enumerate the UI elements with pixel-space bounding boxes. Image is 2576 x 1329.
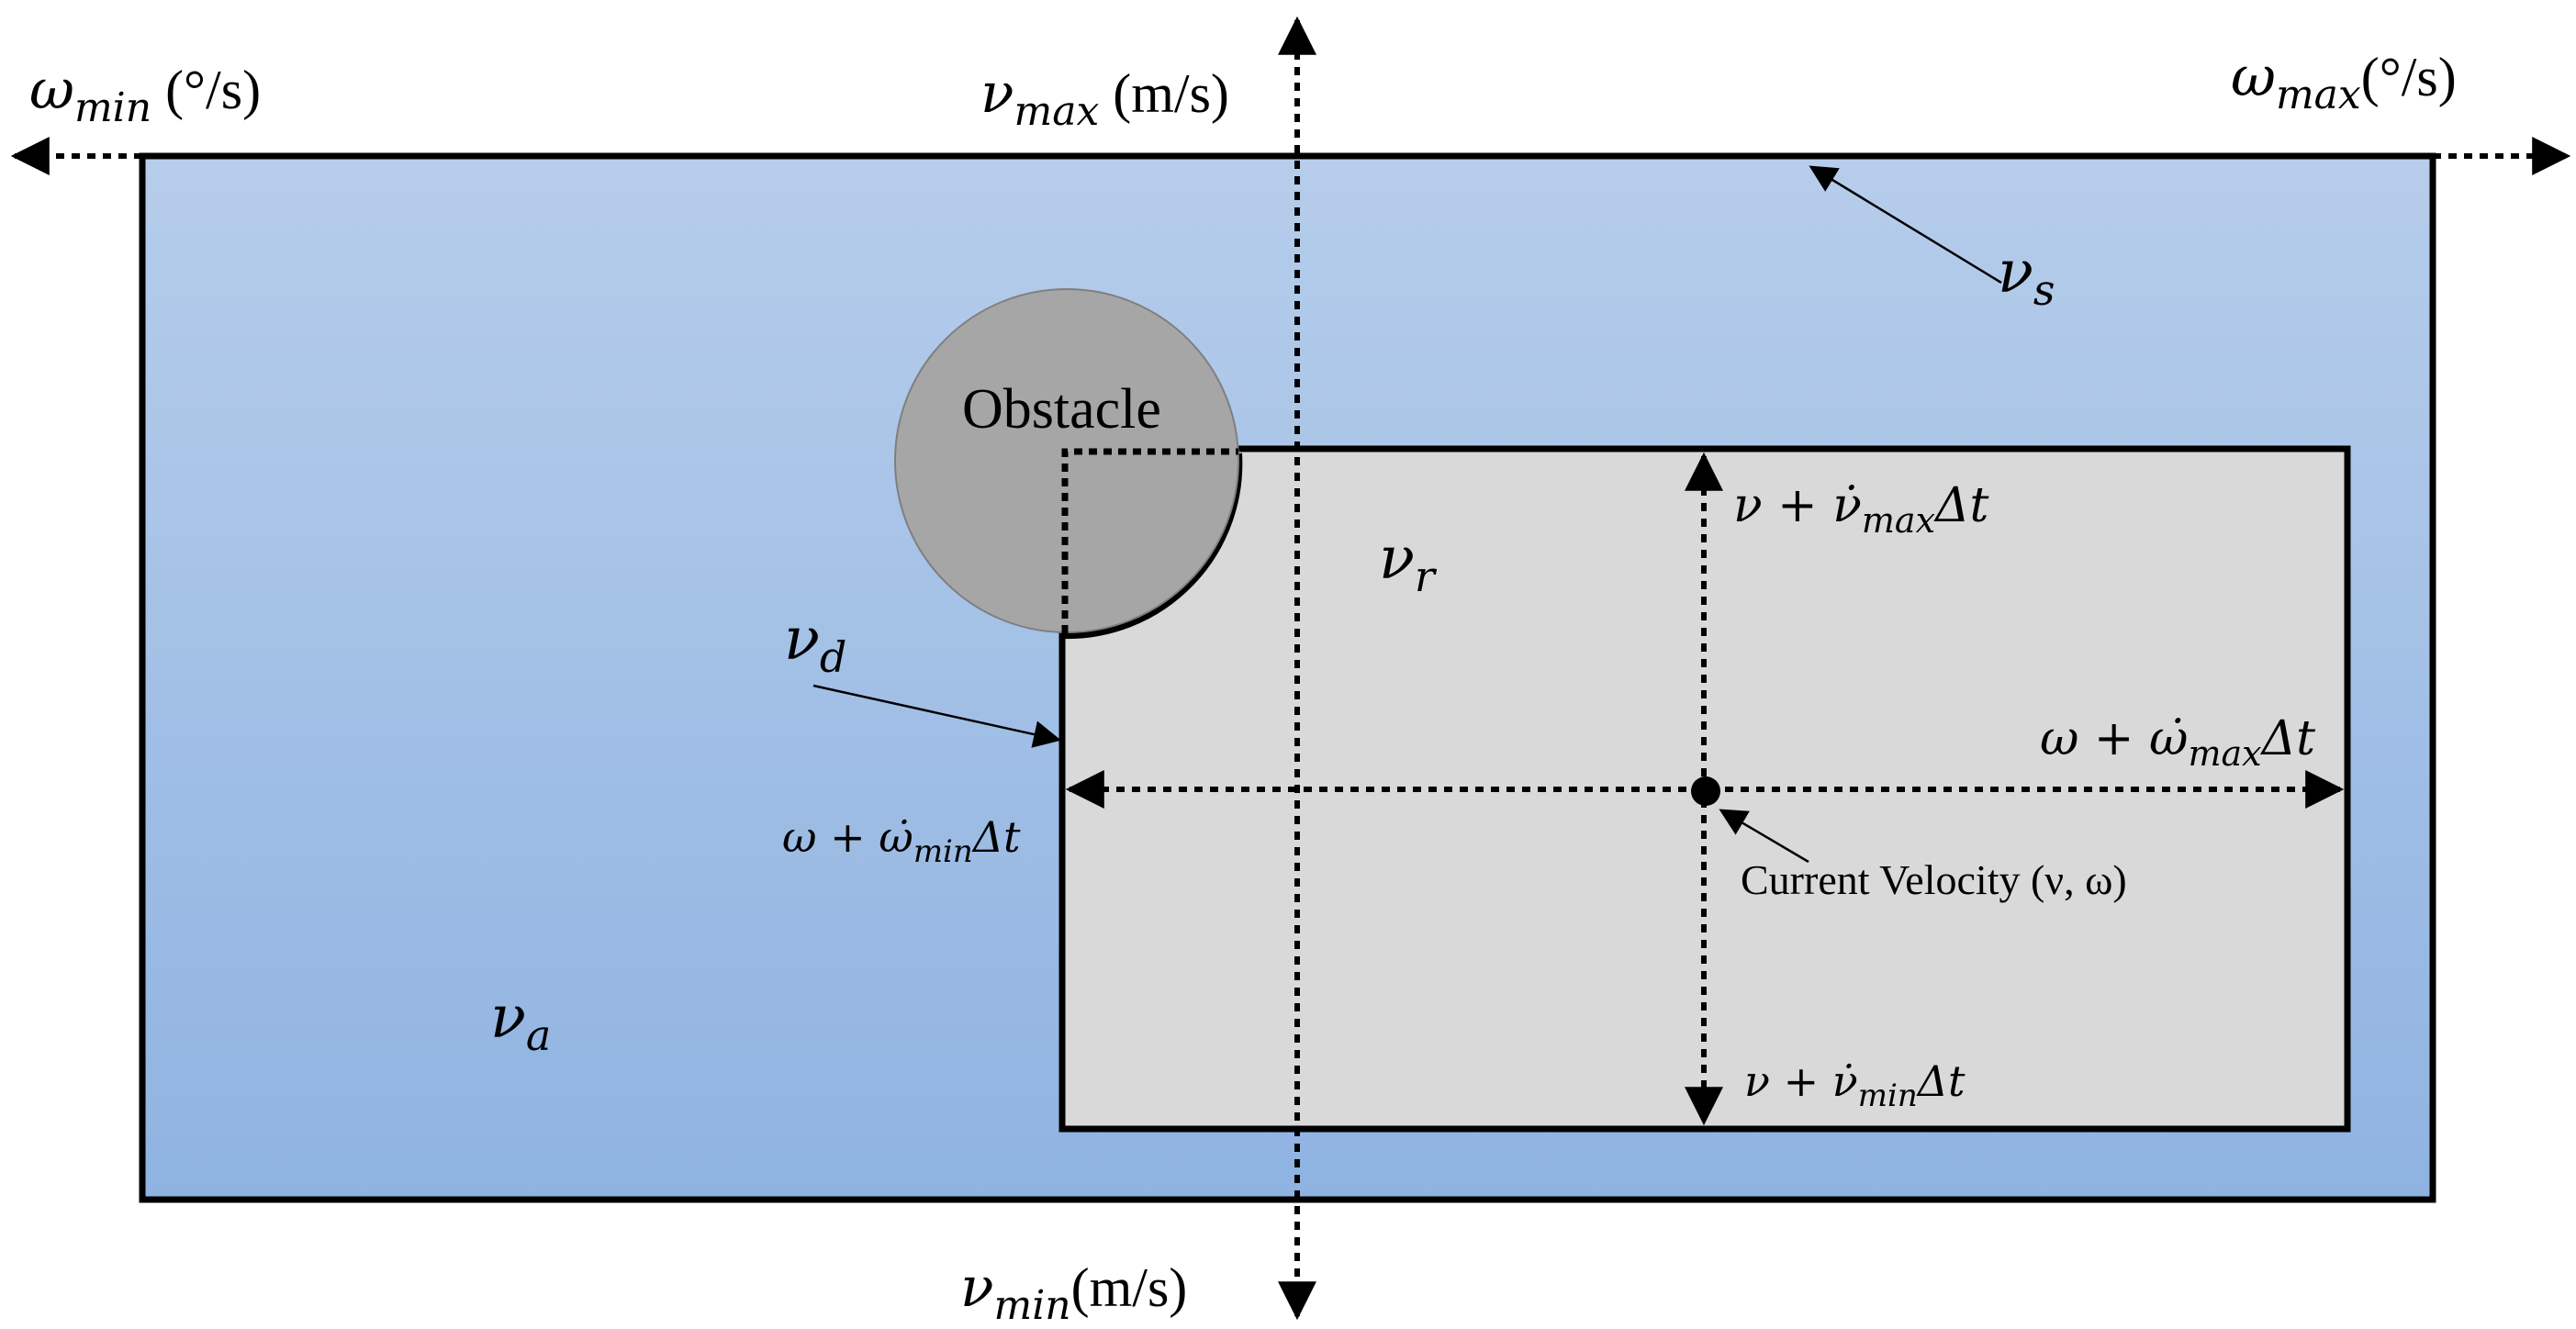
v-upper-bound-label: ν + ν̇maxΔt <box>1733 478 1989 541</box>
v-lower-sub: min <box>1858 1078 1918 1114</box>
current-velocity-point <box>1691 776 1720 806</box>
vd-pointer <box>812 684 1061 748</box>
w-lower-bound-label: ω + ω̇minΔt <box>782 812 1021 870</box>
w-lower-lead: ω + <box>782 812 879 862</box>
v-min-label: νmin(m/s) <box>960 1256 1187 1329</box>
v-max-label: νmax (m/s) <box>980 61 1229 135</box>
v-max-unit: (m/s) <box>1099 63 1229 124</box>
v-lower-lead: ν + <box>1744 1056 1832 1106</box>
v-upper-lead: ν + <box>1733 478 1832 533</box>
v-lower-sym: ν̇ <box>1832 1056 1858 1106</box>
v-upper-sub: max <box>1862 500 1935 541</box>
vd-sub: d <box>820 632 846 682</box>
w-upper-tail: Δt <box>2260 711 2316 766</box>
v-min-sym: ν <box>960 1256 993 1320</box>
vr-sub: r <box>1415 552 1438 601</box>
vd-label: νd <box>784 606 846 682</box>
va-sub: a <box>526 1011 551 1060</box>
current-velocity-pointer <box>1719 809 1809 864</box>
vs-label: νs <box>1998 239 2055 315</box>
omega-max-sub: max <box>2276 72 2361 118</box>
v-lower-bound-label: ν + ν̇minΔt <box>1744 1056 1966 1114</box>
v-upper-tail: Δt <box>1933 478 1989 533</box>
omega-max-label: ωmax(°/s) <box>2231 45 2457 118</box>
v-min-unit: (m/s) <box>1071 1257 1188 1318</box>
vs-sub: s <box>2033 265 2055 315</box>
omega-min-label: ωmin (°/s) <box>29 58 261 131</box>
w-lower-sub: min <box>913 833 973 870</box>
v-lower-tail: Δt <box>1916 1056 1966 1106</box>
omega-min-sym: ω <box>29 58 74 122</box>
va-label: νa <box>490 984 551 1060</box>
vs-pointer <box>1809 165 2002 285</box>
v-max-sub: max <box>1014 88 1099 135</box>
omega-max-sym: ω <box>2231 45 2276 109</box>
inadmissible-boundary-dotted <box>1061 448 1238 633</box>
w-lower-tail: Δt <box>971 812 1021 862</box>
obstacle-label: Obstacle <box>962 378 1161 441</box>
vr-label: νr <box>1379 525 1438 601</box>
w-lower-sym: ω̇ <box>879 812 913 862</box>
obstacle-circle <box>894 288 1239 633</box>
va-sym: ν <box>490 984 526 1052</box>
vr-sym: ν <box>1379 525 1415 593</box>
omega-max-unit: (°/s) <box>2361 47 2457 107</box>
vs-sym: ν <box>1998 239 2033 307</box>
w-upper-bound-label: ω + ω̇maxΔt <box>2040 711 2315 774</box>
vd-sym: ν <box>784 606 820 674</box>
v-upper-sym: ν̇ <box>1832 478 1862 533</box>
v-max-sym: ν <box>980 61 1014 126</box>
w-upper-lead: ω + <box>2040 711 2149 766</box>
current-velocity-label: Current Velocity (ν, ω) <box>1741 856 2127 903</box>
v-min-sub: min <box>993 1282 1070 1329</box>
w-upper-sym: ω̇ <box>2149 711 2188 766</box>
omega-min-sub: min <box>74 84 151 131</box>
w-upper-sub: max <box>2188 733 2261 774</box>
omega-min-unit: (°/s) <box>151 60 261 120</box>
